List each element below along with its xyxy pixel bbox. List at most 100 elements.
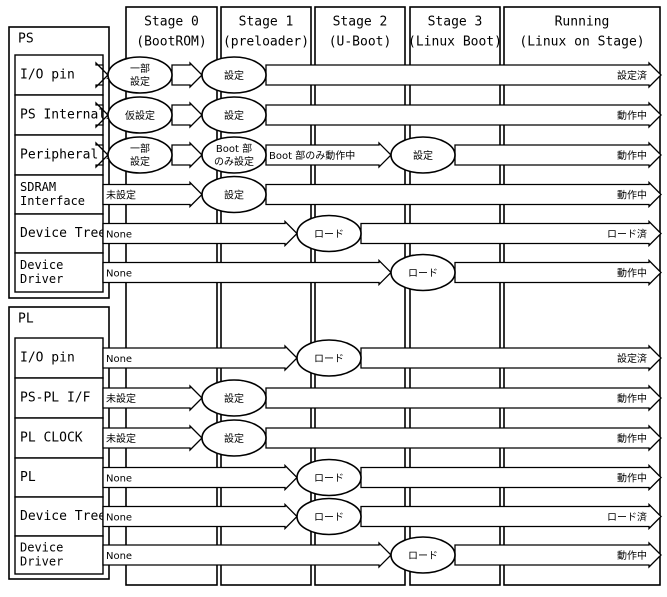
stage-columns: Stage 0(BootROM)Stage 1(preloader)Stage … <box>125 6 661 586</box>
state-label: ロード済 <box>607 228 647 241</box>
stage-action-ellipse <box>201 96 267 134</box>
state-label: None <box>106 354 132 365</box>
state-label: None <box>106 269 132 280</box>
row-label: Driver <box>20 555 63 569</box>
row-label-box <box>14 377 104 419</box>
row-label-box <box>14 134 104 176</box>
state-label: 動作中 <box>617 267 647 280</box>
state-label: None <box>106 474 132 485</box>
state-arrow <box>265 424 662 452</box>
row-label: Peripheral <box>20 148 98 163</box>
state-arrow <box>265 180 662 209</box>
state-arrow <box>454 258 662 287</box>
state-arrow <box>95 61 109 89</box>
stage-column-3 <box>409 6 501 586</box>
state-arrows: 未設定設定済未設定動作中未設定Boot 部のみ動作中動作中未設定動作中Noneロ… <box>95 61 662 569</box>
stage-action-ellipse <box>296 339 362 377</box>
stage-title: Stage 0 <box>144 15 199 30</box>
state-arrow <box>454 141 662 169</box>
row-label: PL CLOCK <box>20 431 83 446</box>
stage-subtitle: (preloader) <box>223 35 309 50</box>
stage-action-label: 設定 <box>413 149 433 162</box>
row-label-box <box>14 417 104 459</box>
stage-action-label: 一部 <box>130 62 150 75</box>
state-label: 動作中 <box>617 549 647 562</box>
state-arrow <box>454 541 662 569</box>
state-arrow <box>360 344 662 372</box>
state-arrow <box>102 502 298 531</box>
state-arrow <box>265 384 662 412</box>
state-arrow <box>102 541 392 569</box>
state-label: 動作中 <box>617 149 647 162</box>
row-label-box <box>14 213 104 254</box>
state-arrow <box>360 219 662 248</box>
state-label: 動作中 <box>617 432 647 445</box>
row-label: Device Tree <box>20 509 106 524</box>
state-arrow <box>360 463 662 492</box>
stage-action-label: ロード <box>408 269 438 280</box>
state-label: None <box>106 230 132 241</box>
state-arrow <box>171 61 203 89</box>
stage-action-label: 設定 <box>130 75 150 88</box>
stage-action-ellipse <box>201 136 267 174</box>
stage-action-label: 設定 <box>224 432 244 445</box>
stage-action-ellipse <box>201 175 267 214</box>
state-label: 設定済 <box>617 69 647 82</box>
stage-action-ellipse <box>107 56 173 94</box>
stage-action-label: 仮設定 <box>125 109 155 122</box>
state-label: 動作中 <box>617 109 647 122</box>
row-label: I/O pin <box>20 68 75 83</box>
stage-action-label: 設定 <box>224 189 244 202</box>
state-arrow <box>360 502 662 531</box>
state-label: Boot 部のみ動作中 <box>269 149 355 162</box>
state-arrow <box>102 384 203 412</box>
stage-action-ellipse <box>390 136 456 174</box>
stage-title: Stage 3 <box>428 15 483 30</box>
stage-title: Running <box>555 15 610 30</box>
row-label: Interface <box>20 194 85 208</box>
row-label-box <box>14 457 104 498</box>
stage-action-label: ロード <box>408 551 438 562</box>
stage-action-label: ロード <box>314 230 344 241</box>
row-label-box <box>14 94 104 136</box>
stage-subtitle: (Linux Boot) <box>408 35 502 50</box>
state-label: 設定済 <box>617 352 647 365</box>
state-arrow <box>102 219 298 248</box>
stage-action-label: ロード <box>314 513 344 524</box>
row-label: SDRAM <box>20 180 56 194</box>
group-title: PS <box>18 32 34 47</box>
row-label: PS-PL I/F <box>20 391 91 406</box>
stage-action-ellipse <box>107 96 173 134</box>
state-label: None <box>106 551 132 562</box>
row-label-box <box>14 535 104 575</box>
stage-action-ellipse <box>201 56 267 94</box>
row-label: Driver <box>20 272 63 286</box>
state-label: None <box>106 513 132 524</box>
state-arrow <box>265 61 662 89</box>
row-label: Device <box>20 258 63 272</box>
row-label: PS Internal <box>20 108 106 123</box>
group-title: PL <box>18 312 34 327</box>
stage-action-ellipse <box>390 253 456 292</box>
state-label: 未設定 <box>106 392 136 405</box>
state-arrow <box>95 141 109 169</box>
stage-actions: 一部設定設定仮設定設定一部設定Boot 部のみ設定設定設定ロードロードロード設定… <box>107 56 456 574</box>
stage-action-label: のみ設定 <box>214 155 254 168</box>
component-groups: PS I/O pin PS InternalPeripheralSDRAMInter… <box>8 26 110 580</box>
state-label: 動作中 <box>617 392 647 405</box>
stage-column-2 <box>314 6 406 586</box>
stage-title: Stage 1 <box>239 15 294 30</box>
state-arrow <box>171 101 203 129</box>
stage-action-label: Boot 部 <box>216 142 252 155</box>
stage-column-1 <box>220 6 312 586</box>
row-label: Device Tree <box>20 226 106 241</box>
stage-subtitle: (U-Boot) <box>329 35 392 50</box>
stage-action-label: ロード <box>314 354 344 365</box>
row-label: I/O pin <box>20 351 75 366</box>
stage-action-ellipse <box>390 536 456 574</box>
state-arrow <box>95 101 109 129</box>
state-label: 未設定 <box>106 189 136 202</box>
state-arrow <box>102 463 298 492</box>
state-arrow <box>102 344 298 372</box>
state-label: 動作中 <box>617 189 647 202</box>
